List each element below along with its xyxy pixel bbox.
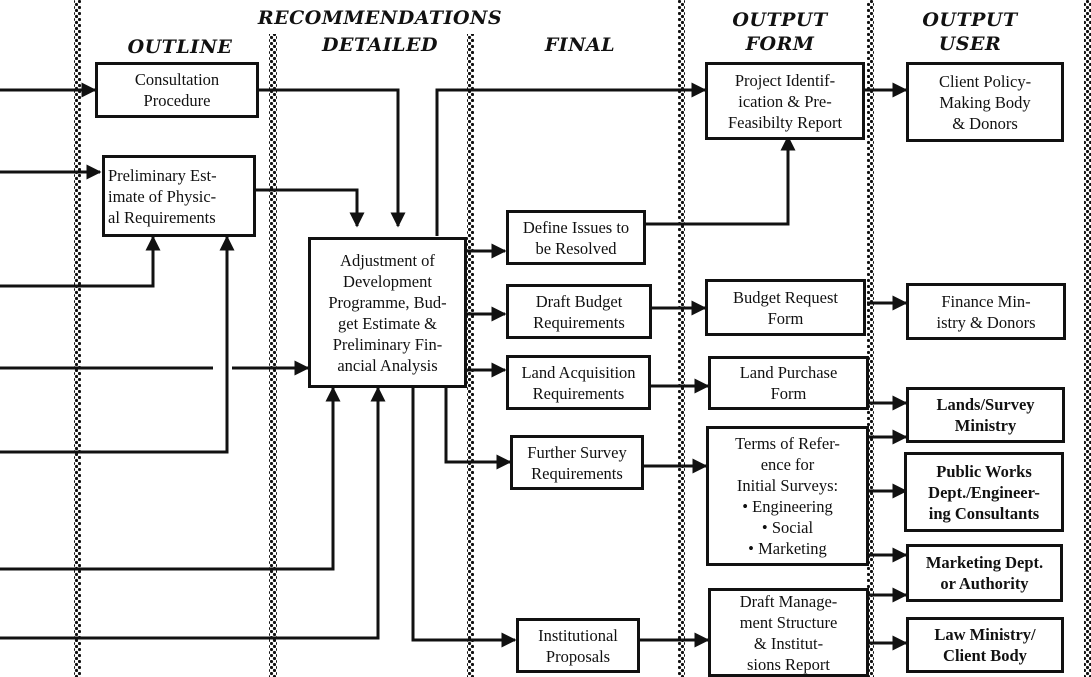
box-terms-of-reference: Terms of Refer- ence for Initial Surveys…	[706, 426, 869, 566]
column-divider	[269, 34, 277, 677]
heading-output-form: OUTPUT FORM	[732, 9, 828, 55]
connector	[0, 386, 341, 571]
connector	[411, 388, 517, 648]
connector	[0, 235, 235, 454]
heading-detailed: DETAILED	[321, 34, 438, 56]
box-consultation-procedure: Consultation Procedure	[95, 62, 259, 118]
connector	[0, 386, 386, 640]
column-divider	[467, 34, 474, 677]
box-project-identification-report: Project Identif- ication & Pre- Feasibil…	[705, 62, 865, 140]
column-divider	[74, 0, 81, 677]
connector	[435, 82, 707, 236]
box-finance-ministry: Finance Min- istry & Donors	[906, 283, 1066, 340]
column-divider	[867, 0, 874, 677]
box-draft-budget-requirements: Draft Budget Requirements	[506, 284, 652, 339]
heading-outline: OUTLINE	[127, 36, 233, 58]
heading-recommendations: RECOMMENDATIONS	[257, 7, 503, 29]
box-marketing-dept: Marketing Dept. or Authority	[906, 544, 1063, 602]
connector	[259, 88, 406, 228]
connector	[256, 188, 365, 228]
connector	[444, 388, 512, 470]
column-divider	[678, 0, 685, 677]
box-land-acquisition-requirements: Land Acquisition Requirements	[506, 355, 651, 410]
box-define-issues: Define Issues to be Resolved	[506, 210, 646, 265]
column-divider	[1084, 0, 1091, 677]
box-budget-request-form: Budget Request Form	[705, 279, 866, 336]
heading-output-user: OUTPUT USER	[922, 9, 1018, 55]
box-lands-survey-ministry: Lands/Survey Ministry	[906, 387, 1065, 443]
connector	[645, 135, 796, 226]
box-further-survey-requirements: Further Survey Requirements	[510, 435, 644, 490]
box-public-works-dept: Public Works Dept./Engineer- ing Consult…	[904, 452, 1064, 532]
box-land-purchase-form: Land Purchase Form	[708, 356, 869, 410]
box-draft-management-structure: Draft Manage- ment Structure & Institut-…	[708, 588, 869, 677]
box-adjustment-development-programme: Adjustment of Development Programme, Bud…	[308, 237, 467, 388]
box-institutional-proposals: Institutional Proposals	[516, 618, 640, 673]
connector	[0, 235, 161, 288]
box-client-policy-making-body: Client Policy- Making Body & Donors	[906, 62, 1064, 142]
box-law-ministry: Law Ministry/ Client Body	[906, 617, 1064, 673]
box-preliminary-estimate: Preliminary Est- imate of Physic- al Req…	[102, 155, 256, 237]
heading-final: FINAL	[544, 34, 616, 56]
